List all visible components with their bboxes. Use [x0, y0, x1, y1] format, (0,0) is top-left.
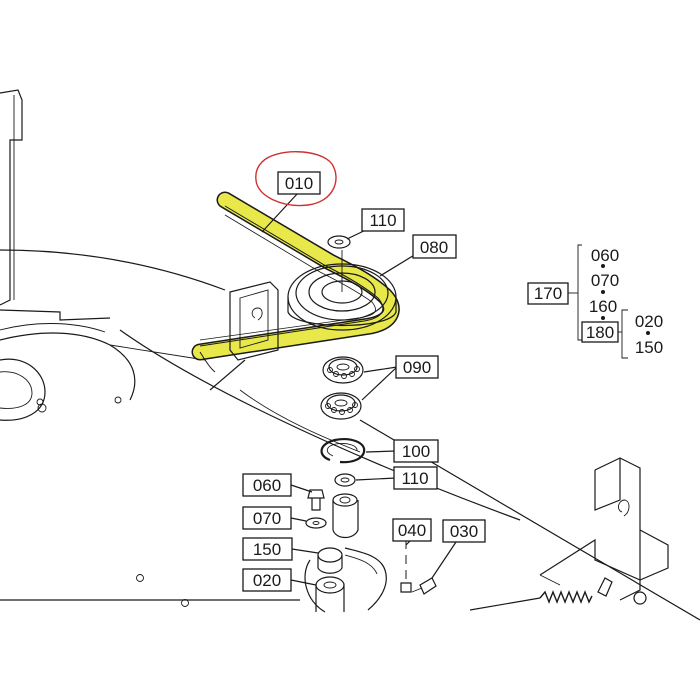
- callout-090: 090: [395, 355, 439, 379]
- tension-spring: [469, 577, 647, 611]
- label-070-left: 070: [253, 509, 281, 528]
- snap-ring: [320, 438, 366, 464]
- callout-170: 170: [527, 282, 569, 305]
- label-060-left: 060: [253, 476, 281, 495]
- label-100: 100: [402, 442, 430, 461]
- label-160: 160: [589, 297, 617, 316]
- idler-pulley: [287, 250, 397, 331]
- fitting-030: [411, 577, 437, 595]
- bearing-upper: [322, 356, 364, 384]
- washer-top: [327, 235, 351, 249]
- bearing-lower: [320, 392, 362, 420]
- annotation-circle: [255, 151, 337, 207]
- washer-left: [305, 517, 327, 529]
- label-080: 080: [420, 238, 448, 257]
- callout-060-left: 060: [242, 473, 292, 497]
- label-170: 170: [534, 284, 562, 303]
- callout-030: 030: [442, 519, 486, 543]
- washer-mid: [334, 473, 356, 487]
- bolt-040: [400, 540, 412, 593]
- label-040: 040: [398, 521, 426, 540]
- callout-110-top: 110: [361, 208, 405, 232]
- label-060-right: 060: [591, 246, 619, 265]
- right-bracket: [539, 457, 669, 601]
- label-020-left: 020: [253, 571, 281, 590]
- grease-fitting: [307, 489, 325, 511]
- callout-100: 100: [393, 439, 439, 463]
- label-020-right: 020: [635, 312, 663, 331]
- callout-010: 010: [277, 171, 321, 195]
- callout-110-mid: 110: [393, 466, 438, 490]
- label-150-right: 150: [635, 338, 663, 357]
- pulley-bracket: [229, 281, 279, 361]
- callout-020-left: 020: [242, 568, 292, 592]
- callout-150-left: 150: [242, 537, 293, 561]
- idler-arm: [304, 493, 387, 613]
- label-110-mid: 110: [401, 469, 428, 488]
- leader-lines: [261, 192, 650, 586]
- label-180: 180: [586, 323, 614, 342]
- label-010: 010: [285, 174, 313, 193]
- label-110-top: 110: [369, 211, 396, 230]
- label-090: 090: [403, 358, 431, 377]
- callout-180: 180: [581, 321, 619, 343]
- callout-040: 040: [392, 518, 432, 542]
- label-030: 030: [450, 522, 478, 541]
- label-150-left: 150: [253, 540, 281, 559]
- callout-080: 080: [412, 234, 457, 259]
- callout-070-left: 070: [242, 506, 292, 530]
- label-070-right: 070: [591, 271, 619, 290]
